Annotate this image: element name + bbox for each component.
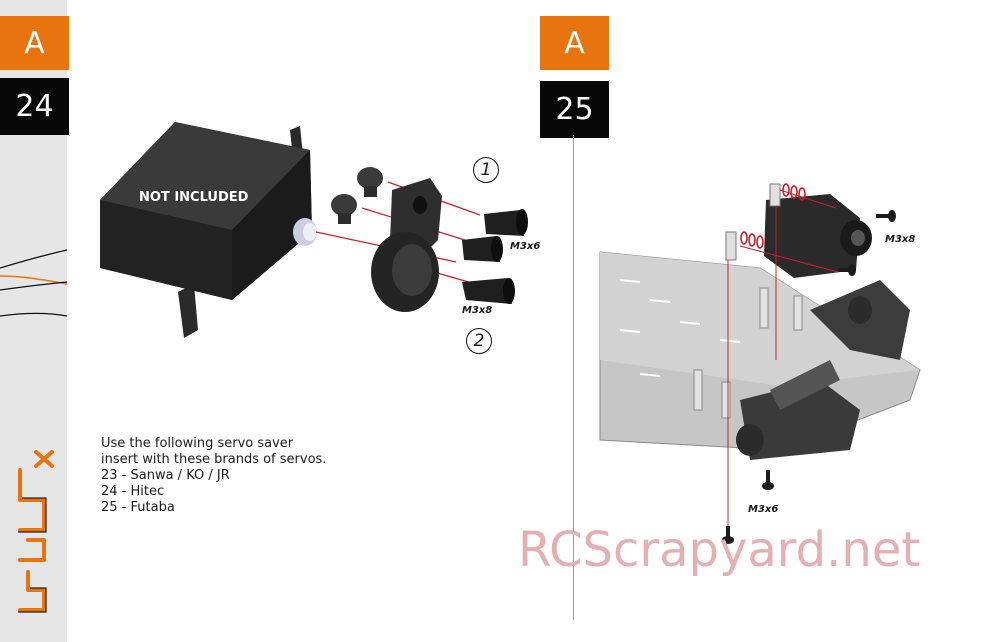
step-number-right: 25: [540, 81, 609, 138]
part-label-m3x6-right: M3x6: [748, 504, 779, 515]
part-label-m3x6-left: M3x6: [510, 241, 541, 252]
notice-line: 24 - Hitec: [101, 484, 165, 499]
not-included-label: NOT INCLUDED: [139, 190, 249, 205]
page-divider: [573, 135, 574, 620]
servo-illustration: [100, 122, 317, 338]
section-tab-right: A: [540, 16, 609, 70]
brand-logo: [18, 450, 54, 613]
part-label-m3x8-left: M3x8: [462, 305, 493, 316]
notice-line: 25 - Futaba: [101, 500, 175, 515]
watermark: RCScrapyard.net: [518, 522, 921, 578]
brand-swoosh-graphic: [0, 249, 67, 317]
section-tab-left: A: [0, 16, 69, 70]
servo-brand-notice: Use the following servo saver insert wit…: [101, 436, 326, 516]
notice-line: insert with these brands of servos.: [101, 452, 327, 467]
sub-step-2: 2: [466, 328, 492, 354]
chassis-diagram: [599, 183, 921, 544]
notice-line: 23 - Sanwa / KO / JR: [101, 468, 230, 483]
step-number-left: 24: [0, 78, 69, 135]
part-label-m3x8-right: M3x8: [885, 234, 916, 245]
servo-saver-diagram: [100, 122, 528, 338]
sub-step-1: 1: [473, 157, 499, 183]
notice-line: Use the following servo saver: [101, 436, 294, 451]
